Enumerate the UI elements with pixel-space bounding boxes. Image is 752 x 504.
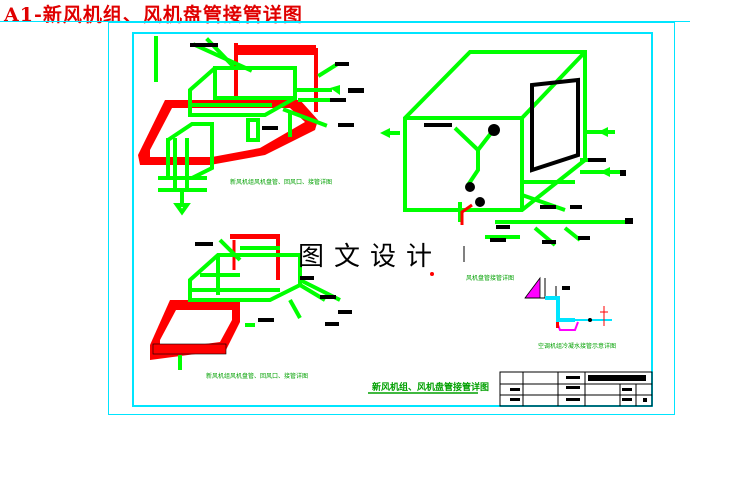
- detail-1-caption: 新风机组风机盘管、回风口、接管详图: [230, 178, 332, 186]
- detail-2-drawing: [380, 50, 633, 276]
- detail-3-drawing: [150, 234, 352, 370]
- detail-1-drawing: [138, 36, 364, 216]
- page-title: A1-新风机组、风机盘管接管详图: [4, 4, 303, 26]
- title-block: [499, 371, 653, 407]
- sheet-title: 新风机组、风机盘管接管详图: [372, 381, 489, 393]
- detail-2-caption: 风机盘管接管详图: [466, 274, 514, 282]
- title-block-fills: [510, 375, 647, 402]
- drawing-sheet-border: [108, 22, 675, 415]
- inner-frame: [132, 32, 653, 407]
- detail-4-drawing: [524, 276, 612, 331]
- detail-3-caption: 新风机组风机盘管、回风口、接管详图: [206, 372, 308, 380]
- title-underline: [0, 21, 690, 22]
- watermark: 图文设计: [298, 242, 443, 272]
- detail-4-caption: 空调机组冷凝水接管示意详图: [538, 342, 616, 350]
